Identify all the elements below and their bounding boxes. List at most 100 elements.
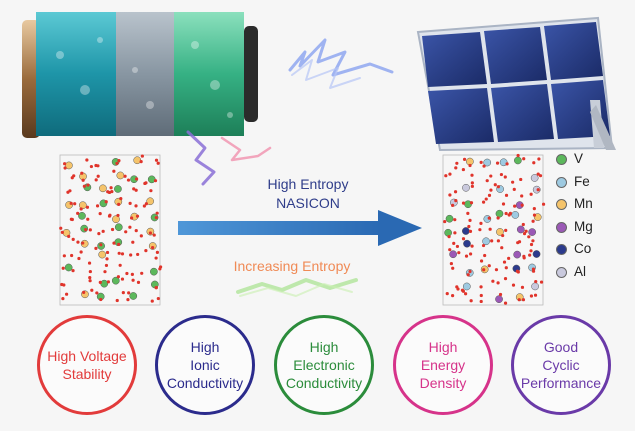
metal-atom: [495, 209, 504, 218]
metal-atom: [114, 185, 122, 193]
metal-atom: [495, 295, 503, 304]
battery-illustration: [22, 12, 258, 138]
oxygen-atom: [498, 292, 503, 297]
oxygen-atom: [95, 291, 99, 295]
oxygen-atom: [533, 293, 538, 297]
oxygen-atom: [462, 157, 467, 161]
legend-label: Al: [574, 263, 587, 279]
oxygen-atom: [524, 229, 528, 233]
battery-grey-segment: [116, 12, 174, 136]
oxygen-atom: [117, 251, 121, 255]
oxygen-atom: [522, 157, 526, 161]
oxygen-atom: [85, 158, 89, 162]
oxygen-atom: [136, 252, 140, 257]
oxygen-atom: [485, 179, 489, 183]
oxygen-atom: [515, 269, 520, 273]
oxygen-atom: [461, 167, 465, 172]
oxygen-atom: [87, 261, 92, 265]
oxygen-atom: [118, 263, 122, 267]
oxygen-atom: [490, 239, 494, 243]
oxygen-atom: [88, 228, 92, 232]
legend-label: Fe: [574, 173, 590, 189]
unit-cell-outline: [442, 154, 544, 306]
legend-dot: [556, 176, 567, 188]
crystal-structures: [59, 153, 546, 306]
oxygen-atom: [124, 230, 128, 234]
oxygen-atom: [126, 178, 131, 182]
metal-atom: [483, 158, 492, 167]
oxygen-atom: [529, 249, 533, 253]
metal-atom: [111, 276, 120, 285]
oxygen-atom: [154, 285, 158, 290]
metal-atom: [511, 211, 520, 219]
oxygen-atom: [468, 218, 472, 223]
oxygen-atom: [470, 173, 474, 177]
oxygen-atom: [453, 190, 458, 194]
oxygen-atom: [464, 254, 469, 258]
oxygen-atom: [448, 172, 452, 176]
oxygen-atom: [126, 298, 130, 302]
oxygen-atom: [84, 228, 88, 232]
oxygen-atom: [151, 246, 155, 250]
oxygen-atom: [516, 153, 520, 158]
oxygen-atom: [86, 217, 90, 221]
oxygen-atom: [61, 297, 65, 301]
oxygen-atom: [94, 178, 98, 182]
oxygen-atom: [144, 249, 148, 253]
oxygen-atom: [63, 162, 67, 166]
oxygen-atom: [62, 283, 66, 287]
oxygen-atom: [484, 197, 488, 201]
legend-dot: [556, 244, 567, 256]
oxygen-atom: [105, 257, 109, 261]
oxygen-atom: [94, 246, 98, 251]
oxygen-atom: [479, 299, 483, 304]
metal-atom: [150, 213, 159, 222]
oxygen-atom: [105, 250, 110, 255]
oxygen-atom: [534, 279, 538, 284]
property-text-line: Ionic: [190, 356, 220, 373]
oxygen-atom: [521, 298, 526, 302]
oxygen-atom: [131, 278, 135, 282]
oxygen-atom: [123, 174, 127, 178]
oxygen-atom: [455, 161, 459, 165]
oxygen-atom: [470, 181, 474, 185]
oxygen-atom: [529, 294, 534, 298]
oxygen-atom: [448, 248, 452, 252]
oxygen-atom: [466, 211, 470, 215]
oxygen-atom: [135, 177, 139, 181]
oxygen-atom: [154, 158, 159, 162]
oxygen-atom: [457, 251, 461, 255]
oxygen-atom: [453, 231, 457, 235]
metal-atom: [64, 263, 73, 272]
metal-atom: [445, 214, 454, 223]
metal-atom: [462, 183, 470, 192]
oxygen-atom: [468, 163, 472, 168]
property-text-line: Conductivity: [166, 375, 244, 392]
oxygen-atom: [72, 174, 76, 178]
oxygen-atom: [120, 277, 125, 281]
oxygen-atom: [507, 256, 511, 260]
oxygen-atom: [154, 256, 158, 260]
metal-atom: [129, 292, 138, 300]
oxygen-atom: [68, 189, 72, 193]
oxygen-atom: [76, 211, 80, 215]
metal-atom: [482, 237, 490, 246]
oxygen-atom: [503, 175, 507, 179]
metal-atom: [496, 228, 504, 236]
oxygen-atom: [63, 166, 67, 170]
oxygen-atom: [134, 228, 138, 233]
oxygen-atom: [128, 225, 132, 229]
oxygen-atom: [110, 189, 114, 194]
oxygen-atom: [454, 166, 458, 170]
oxygen-atom: [98, 280, 102, 284]
oxygen-atom: [76, 240, 80, 244]
oxygen-atom: [135, 214, 140, 218]
oxygen-atom: [479, 160, 483, 165]
oxygen-atom: [88, 275, 92, 280]
oxygen-atom: [461, 201, 466, 205]
arrow-head: [378, 210, 422, 246]
oxygen-atom: [496, 239, 500, 243]
